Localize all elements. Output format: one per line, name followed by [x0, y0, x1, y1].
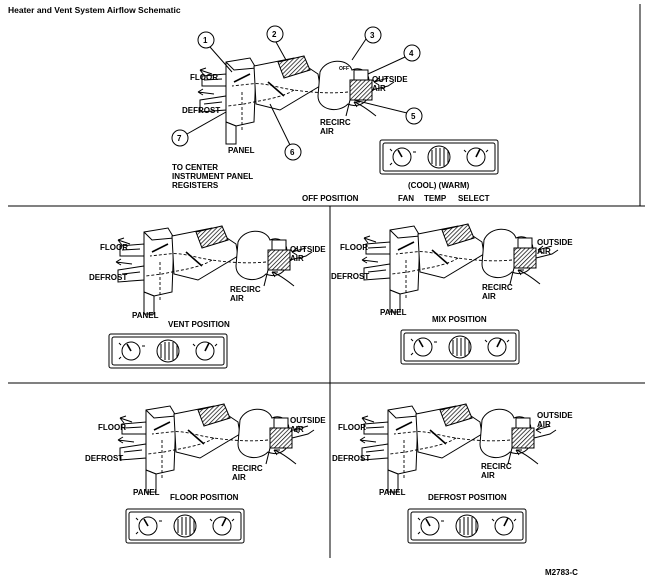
svg-text:1: 1 — [203, 36, 208, 45]
caption-off-position: OFF POSITION — [302, 194, 359, 203]
control-panel-vent — [108, 333, 228, 369]
caption-defrost-position: DEFROST POSITION — [428, 493, 507, 502]
floor-label-recirc-2: AIR — [232, 473, 246, 482]
callout-1: 1 — [197, 31, 233, 73]
svg-text:2: 2 — [272, 30, 277, 39]
mix-label-recirc-1: RECIRC — [482, 283, 513, 292]
vent-label-defrost: DEFROST — [89, 273, 127, 282]
figure-code: M2783-C — [545, 568, 578, 577]
temp-scale-label: (COOL) (WARM) — [408, 181, 470, 190]
defrost-label-defrost: DEFROST — [332, 454, 370, 463]
caption-vent-position: VENT POSITION — [168, 320, 230, 329]
label-outside-2: AIR — [372, 84, 386, 93]
callout-5: 5 — [353, 99, 423, 125]
callout-3: 3 — [351, 26, 382, 61]
label-panel: PANEL — [228, 146, 255, 155]
diagram-title: Heater and Vent System Airflow Schematic — [8, 5, 181, 15]
mix-label-defrost: DEFROST — [331, 272, 369, 281]
mix-label-panel: PANEL — [380, 308, 407, 317]
select-label: SELECT — [458, 194, 490, 203]
off-position-diagram: 1 2 3 4 5 6 7 — [171, 25, 499, 203]
vent-label-outside-1: OUTSIDE — [290, 245, 326, 254]
floor-position-diagram: FLOOR DEFROST PANEL OUTSIDE AIR RECIRC A… — [85, 403, 326, 544]
svg-text:4: 4 — [409, 49, 414, 58]
defrost-label-panel: PANEL — [379, 488, 406, 497]
mix-label-recirc-2: AIR — [482, 292, 496, 301]
defrost-position-diagram: FLOOR DEFROST PANEL OUTSIDE AIR RECIRC A… — [332, 403, 573, 544]
vent-label-recirc-2: AIR — [230, 294, 244, 303]
temp-label: TEMP — [424, 194, 447, 203]
caption-floor-position: FLOOR POSITION — [170, 493, 239, 502]
vent-label-panel: PANEL — [132, 311, 159, 320]
note-line-1: TO CENTER — [172, 163, 218, 172]
label-recirc-1: RECIRC — [320, 118, 351, 127]
callout-6: 6 — [269, 103, 302, 161]
defrost-label-outside-2: AIR — [537, 420, 551, 429]
svg-text:3: 3 — [370, 31, 375, 40]
callout-2: 2 — [266, 25, 287, 61]
fan-label: FAN — [398, 194, 414, 203]
vent-position-diagram: FLOOR DEFROST PANEL OUTSIDE AIR RECIRC A… — [89, 225, 326, 369]
svg-text:5: 5 — [411, 112, 416, 121]
defrost-label-floor: FLOOR — [338, 423, 366, 432]
note-line-3: REGISTERS — [172, 181, 219, 190]
floor-label-recirc-1: RECIRC — [232, 464, 263, 473]
callout-7: 7 — [171, 111, 227, 147]
mix-label-outside-2: AIR — [537, 247, 551, 256]
label-off: OFF — [339, 66, 349, 72]
label-recirc-2: AIR — [320, 127, 334, 136]
vent-label-recirc-1: RECIRC — [230, 285, 261, 294]
control-panel-off — [379, 139, 499, 175]
note-line-2: INSTRUMENT PANEL — [172, 172, 253, 181]
label-floor: FLOOR — [190, 73, 218, 82]
floor-label-panel: PANEL — [133, 488, 160, 497]
mix-label-floor: FLOOR — [340, 243, 368, 252]
floor-label-floor: FLOOR — [98, 423, 126, 432]
vent-label-outside-2: AIR — [290, 254, 304, 263]
svg-text:6: 6 — [290, 148, 295, 157]
vent-label-floor: FLOOR — [100, 243, 128, 252]
floor-label-outside-1: OUTSIDE — [290, 416, 326, 425]
defrost-label-recirc-2: AIR — [481, 471, 495, 480]
floor-label-outside-2: AIR — [290, 425, 304, 434]
mix-position-diagram: FLOOR DEFROST PANEL OUTSIDE AIR RECIRC A… — [331, 223, 573, 365]
label-outside-1: OUTSIDE — [372, 75, 408, 84]
caption-mix-position: MIX POSITION — [432, 315, 487, 324]
mix-label-outside-1: OUTSIDE — [537, 238, 573, 247]
control-panel-floor — [125, 508, 245, 544]
defrost-label-recirc-1: RECIRC — [481, 462, 512, 471]
defrost-label-outside-1: OUTSIDE — [537, 411, 573, 420]
floor-label-defrost: DEFROST — [85, 454, 123, 463]
callout-4: 4 — [367, 44, 421, 75]
control-panel-defrost — [407, 508, 527, 544]
svg-text:7: 7 — [177, 134, 182, 143]
control-panel-mix — [400, 329, 520, 365]
label-defrost: DEFROST — [182, 106, 220, 115]
